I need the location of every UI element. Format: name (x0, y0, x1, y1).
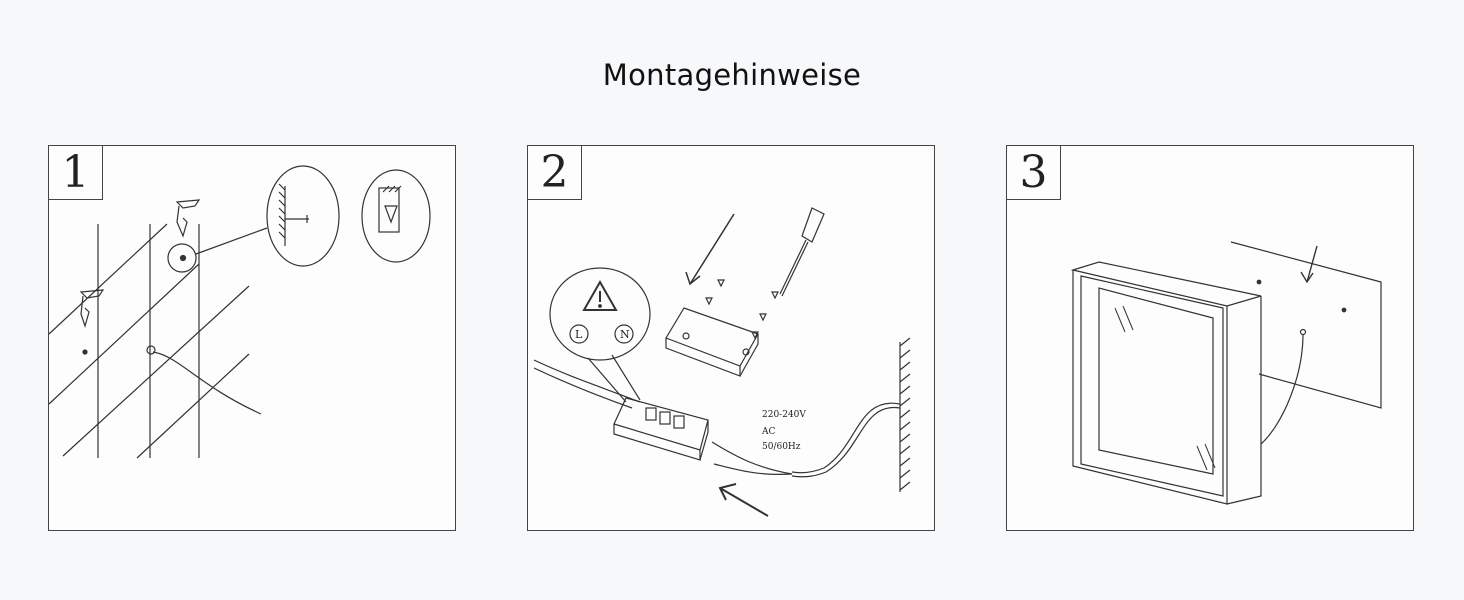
current-type-label: AC (761, 427, 775, 437)
wall-plate (1230, 241, 1382, 409)
page-title: Montagehinweise (602, 58, 862, 92)
frequency-label: 50/60Hz (762, 442, 801, 452)
step-1-panel: 1 (48, 145, 456, 531)
arrow-icon (685, 213, 735, 286)
step-number: 2 (528, 146, 582, 200)
warning-icon (582, 279, 618, 311)
step-2-panel: 2 L N (527, 145, 935, 531)
zoom-detail-terminals (549, 267, 651, 361)
screwdriver-icon (779, 207, 825, 297)
cover-plate (665, 307, 759, 377)
live-label: L (575, 328, 583, 341)
step-3-panel: 3 (1006, 145, 1414, 531)
zoom-detail-bracket (361, 169, 431, 263)
arrow-icon (718, 483, 769, 517)
live-terminal-icon (569, 324, 589, 344)
step-number: 3 (1007, 146, 1061, 200)
bracket-icon (175, 199, 201, 238)
neutral-label: N (620, 328, 630, 341)
neutral-terminal-icon (614, 324, 634, 344)
wall-mounting-illustration (49, 165, 431, 459)
step-number: 1 (49, 146, 103, 200)
detail-circle (167, 243, 197, 273)
mirror-frame (1070, 261, 1262, 505)
screw-icon (705, 279, 779, 340)
zoom-detail-screw (266, 165, 340, 267)
mirror-hanging-illustration (1070, 241, 1382, 505)
glass-reflection (1114, 305, 1134, 333)
arrow-icon (1300, 245, 1318, 284)
terminal-block (613, 397, 709, 461)
wiring-illustration: L N (533, 207, 911, 517)
voltage-label: 220-240V (762, 410, 806, 420)
bracket-icon (79, 289, 105, 329)
